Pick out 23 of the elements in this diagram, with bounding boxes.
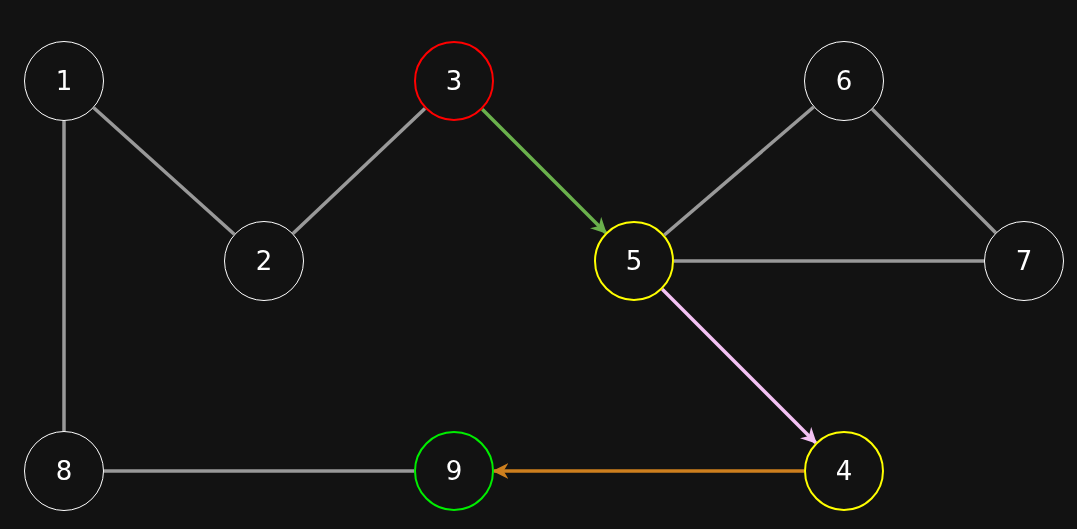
- connector-line: [291, 107, 427, 235]
- node-number: 4: [835, 456, 853, 486]
- connector-line: [62, 121, 66, 431]
- node-number: 9: [445, 456, 463, 486]
- arrow: [492, 463, 804, 479]
- node-number: 5: [625, 246, 643, 276]
- connector-line: [674, 259, 984, 263]
- node-number: 1: [55, 66, 73, 96]
- node-number: 8: [55, 456, 73, 486]
- connector-line: [663, 105, 815, 237]
- node-number: 6: [835, 66, 853, 96]
- graph-node-circle: [594, 221, 674, 301]
- node-number: 7: [1015, 246, 1033, 276]
- graph-node-circle: [804, 41, 884, 121]
- graph-node-circle: [224, 221, 304, 301]
- connector-line: [92, 106, 236, 236]
- connector-line: [871, 108, 997, 234]
- graph-node-circle: [414, 41, 494, 121]
- node-number: 2: [255, 246, 273, 276]
- arrow: [661, 288, 817, 444]
- arrow: [481, 108, 607, 234]
- connector-line: [104, 469, 414, 473]
- node-number: 3: [445, 66, 463, 96]
